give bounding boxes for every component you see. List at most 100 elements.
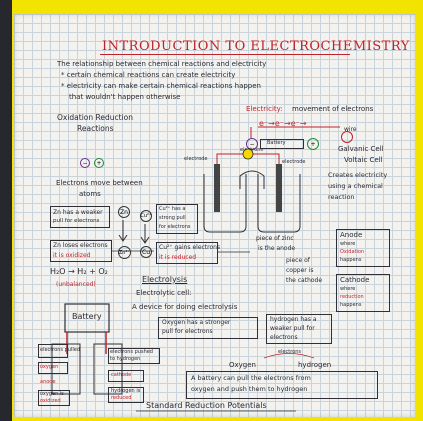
- cathode-label: cathode: [111, 372, 132, 378]
- intro-line-4: that wouldn't happen otherwise: [69, 93, 181, 101]
- electrons-pulled: electrons pulled: [40, 347, 80, 353]
- cu-strong-3: for electrons: [159, 224, 191, 230]
- oxygen-anode-1: oxygen: [40, 364, 59, 370]
- atom-minus: −: [80, 158, 90, 168]
- galvanic-title-2: Voltaic Cell: [344, 156, 383, 164]
- cell-diagram: [51, 126, 340, 412]
- intro-line-2: * certain chemical reactions can create …: [61, 71, 236, 79]
- standard-reduction-heading: Standard Reduction Potentials: [146, 401, 267, 410]
- piece-copper-2: copper is: [286, 267, 314, 274]
- electron-chain: e⁻→e⁻→e⁻→: [259, 119, 307, 128]
- cu-strong-1: Cu²⁺ has a: [159, 206, 186, 212]
- zn-atom: Zn: [118, 206, 130, 218]
- electricity-definition: movement of electrons: [292, 105, 374, 113]
- galvanic-desc-1: Creates electricity: [328, 171, 388, 179]
- zn-weaker-box: [50, 206, 110, 228]
- electrons-pulled-box: [38, 344, 68, 358]
- zn-atom-label: Zn: [120, 208, 128, 216]
- electrolysis-device: A device for doing electrolysis: [132, 303, 238, 311]
- hydrogen-weaker-2: weaker pull for: [270, 325, 315, 332]
- oxygen-oxidized-box: [38, 390, 70, 406]
- hydrogen-reduced-2: reduced: [111, 395, 132, 401]
- cu-gains-2: it is reduced: [159, 254, 197, 261]
- cathode-box: [336, 274, 390, 312]
- redox-title-1: Oxidation Reduction: [57, 113, 134, 122]
- cu2-atom: Cu²⁺: [140, 210, 152, 222]
- electrode-left-label: electrode: [184, 156, 208, 162]
- atom-minus-label: −: [82, 159, 88, 167]
- oxygen-stronger-1: Oxygen has a stronger: [162, 319, 231, 326]
- cathode-title: Cathode: [340, 276, 370, 284]
- cu-strong-2: strong pull: [159, 215, 186, 221]
- cathode-where: where: [340, 286, 356, 292]
- electrons-pushed-2: to hydrogen: [110, 356, 141, 362]
- wire-label: wire: [344, 126, 357, 133]
- cu-atom-label: Cu: [142, 248, 150, 256]
- battery-label: Battery: [72, 312, 102, 321]
- redox-title-2: Reactions: [77, 124, 114, 133]
- water-equation: H₂O → H₂ + O₂: [50, 267, 108, 276]
- electricity-heading: Electricity:: [246, 105, 283, 113]
- cathode-label-box: [108, 370, 144, 382]
- hydrogen-reduced-1: hydrogen is: [111, 388, 141, 394]
- cu-atom: Cu: [140, 246, 152, 258]
- electrons-arc-label: electrons: [278, 349, 302, 355]
- cathode-happens: happens: [340, 302, 362, 308]
- anode-happens: happens: [340, 257, 362, 263]
- small-battery-label: Battery: [267, 140, 286, 146]
- title-underline: [100, 54, 350, 55]
- zn-loses-1: Zn loses electrons: [53, 242, 108, 249]
- page-title: INTRODUCTION TO ELECTROCHEMISTRY: [102, 39, 410, 54]
- atom-plus: +: [94, 158, 104, 168]
- small-atom-plus: +: [307, 138, 319, 150]
- galvanic-title-1: Galvanic Cell: [338, 145, 384, 153]
- battery-pull-1: A battery can pull the electrons from: [191, 374, 311, 382]
- intro-line-1: The relationship between chemical reacti…: [57, 60, 267, 68]
- piece-zinc-1: piece of zinc: [256, 235, 294, 242]
- anode-oxidation: Oxidation: [340, 249, 365, 255]
- piece-copper-3: the cathode: [286, 277, 323, 284]
- electrode-right-label: electrode: [282, 159, 306, 165]
- cathode-reduction: reduction: [340, 294, 364, 300]
- battery-pull-2: oxygen and push them to hydrogen: [191, 385, 308, 393]
- zn-loses-box: [50, 240, 112, 262]
- dark-background-edge: [0, 0, 12, 421]
- anode-title: Anode: [340, 231, 363, 239]
- atom-plus-label: +: [96, 159, 102, 167]
- plus-label: +: [310, 140, 316, 148]
- intro-line-3: * electricity can make certain chemical …: [61, 82, 261, 90]
- zn2-atom-label: Zn²⁺: [118, 249, 131, 256]
- hydrogen-weaker-box: [266, 314, 332, 344]
- minus-label: −: [249, 140, 255, 148]
- cu-gains-1: Cu²⁺ gains electrons: [159, 244, 221, 251]
- battery-pull-box: [186, 371, 378, 399]
- oxygen-anode-2: anode: [40, 379, 56, 385]
- hydrogen-weaker-1: hydrogen has a: [270, 316, 317, 323]
- electron-move-1: Electrons move between: [56, 179, 143, 187]
- anode-label-box: [38, 362, 68, 374]
- piece-zinc-2: is the anode: [258, 245, 296, 252]
- anode-where: where: [340, 241, 356, 247]
- oxygen-oxidized-2: oxidized: [40, 398, 61, 404]
- oxygen-oxidized-1: oxygen is: [40, 391, 64, 397]
- wire-atom-right: [341, 131, 353, 143]
- hydrogen-label: hydrogen: [298, 361, 332, 369]
- oxygen-stronger-box: [158, 317, 258, 339]
- cu-gains-box: [156, 242, 218, 264]
- electrolytic-cell: Electrolytic cell:: [136, 289, 192, 297]
- piece-copper-1: piece of: [286, 257, 310, 264]
- notebook-page: INTRODUCTION TO ELECTROCHEMISTRY The rel…: [14, 14, 415, 417]
- hydrogen-weaker-3: electrons: [270, 334, 298, 341]
- small-atom-minus: −: [246, 138, 258, 150]
- zn2-atom: Zn²⁺: [118, 246, 131, 259]
- oxygen-label: Oxygen: [229, 361, 256, 369]
- hydrogen-reduced-box: [108, 387, 144, 403]
- electrons-pushed-1: electrons pushed: [110, 349, 153, 355]
- cu2-atom-label: Cu²⁺: [140, 213, 152, 219]
- unbalanced-note: (unbalanced): [56, 281, 96, 288]
- galvanic-desc-2: using a chemical: [328, 182, 383, 190]
- oxygen-stronger-2: pull for electrons: [162, 328, 213, 335]
- small-battery: [260, 139, 304, 149]
- zn-loses-2: it is oxidized: [53, 252, 91, 259]
- electrons-pushed-box: [108, 348, 160, 364]
